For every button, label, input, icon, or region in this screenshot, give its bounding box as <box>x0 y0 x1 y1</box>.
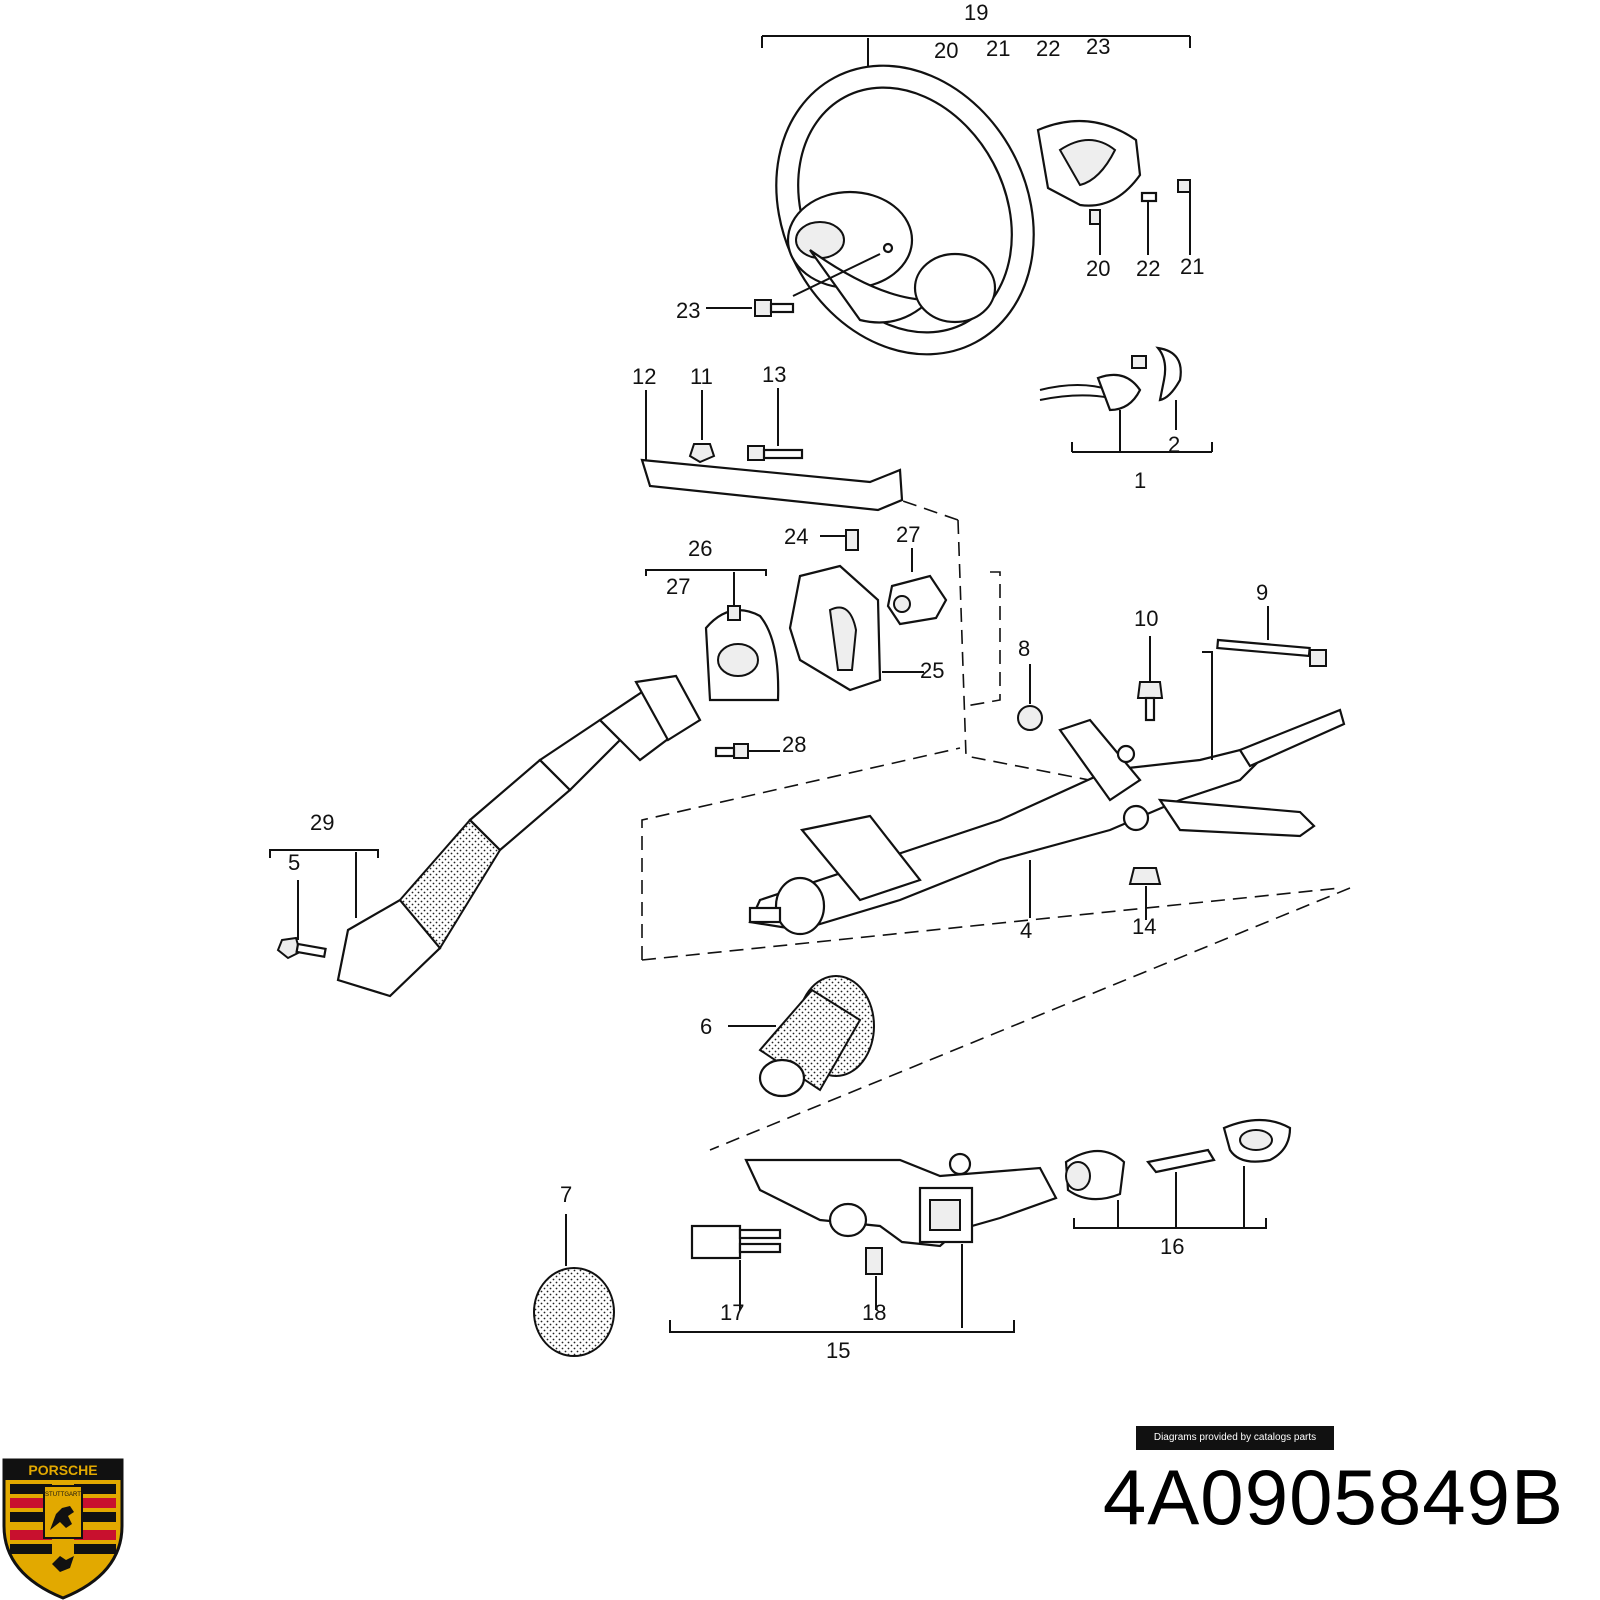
callout-22-b: 22 <box>1136 256 1160 281</box>
steering-lock <box>669 1118 1292 1333</box>
callout-17: 17 <box>720 1300 744 1325</box>
callout-10: 10 <box>1134 606 1158 631</box>
callout-28: 28 <box>782 732 806 757</box>
steering-wheel <box>761 35 1191 356</box>
bracket-12 <box>640 388 904 512</box>
callout-19: 19 <box>964 0 988 25</box>
logo-city: STUTTGART <box>45 1492 81 1498</box>
callout-1: 1 <box>1134 468 1146 493</box>
lock-housing <box>645 529 948 759</box>
callout-6: 6 <box>700 1014 712 1039</box>
callout-7: 7 <box>560 1182 572 1207</box>
diagram-credit-banner: Diagrams provided by catalogs parts <box>1136 1426 1334 1450</box>
cap-7 <box>533 1214 615 1357</box>
contact-unit <box>1036 120 1191 255</box>
bolt-23 <box>706 253 881 317</box>
callout-5: 5 <box>288 850 300 875</box>
rack-boot <box>728 975 875 1098</box>
part-1-assembly <box>1039 346 1213 453</box>
callout-20: 20 <box>934 38 958 63</box>
callout-22: 22 <box>1036 36 1060 61</box>
callout-4: 4 <box>1020 918 1032 943</box>
callout-24: 24 <box>784 524 808 549</box>
callout-20-b: 20 <box>1086 256 1110 281</box>
part-number: 4A0905849B <box>1102 1453 1564 1541</box>
callout-2: 2 <box>1168 432 1180 457</box>
callout-9: 9 <box>1256 580 1268 605</box>
callout-21-b: 21 <box>1180 254 1204 279</box>
callout-25: 25 <box>920 658 944 683</box>
callout-11: 11 <box>690 364 713 389</box>
steering-rack <box>641 499 1346 961</box>
logo-wordmark: PORSCHE <box>28 1462 97 1478</box>
callout-14: 14 <box>1132 914 1156 939</box>
callout-21: 21 <box>986 36 1010 61</box>
callout-labels: 19 20 21 22 23 20 22 21 23 12 11 13 2 1 … <box>288 0 1268 1363</box>
callout-13: 13 <box>762 362 786 387</box>
porsche-crest-logo: PORSCHE STUTTGART <box>2 1458 124 1600</box>
steering-shaft <box>269 674 702 998</box>
callout-18: 18 <box>862 1300 886 1325</box>
callout-27: 27 <box>896 522 920 547</box>
callout-16: 16 <box>1160 1234 1184 1259</box>
callout-12: 12 <box>632 364 656 389</box>
rack-fasteners <box>1017 606 1327 920</box>
callout-27-b: 27 <box>666 574 690 599</box>
callout-23-b: 23 <box>676 298 700 323</box>
callout-23: 23 <box>1086 34 1110 59</box>
callout-8: 8 <box>1018 636 1030 661</box>
callout-15: 15 <box>826 1338 850 1363</box>
callout-29: 29 <box>310 810 334 835</box>
callout-26: 26 <box>688 536 712 561</box>
